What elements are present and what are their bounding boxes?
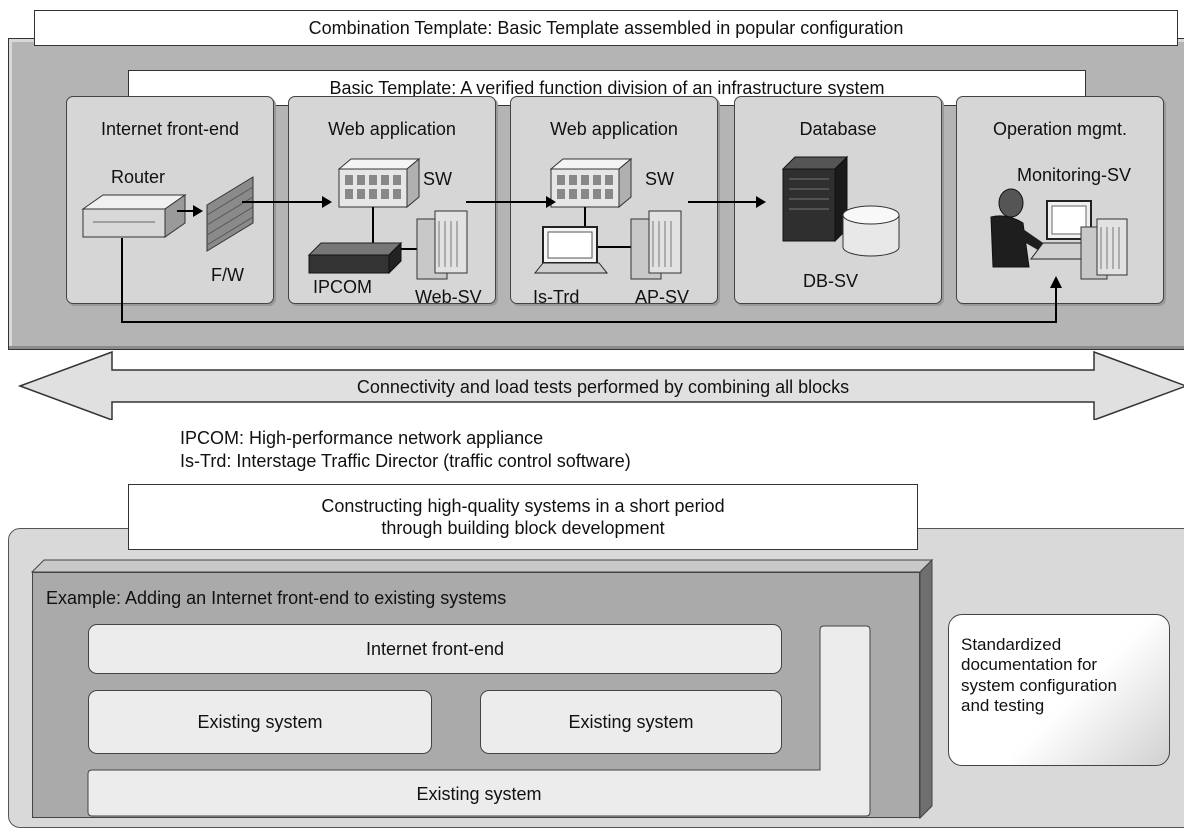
router-to-monitoring-line (121, 238, 1062, 323)
building-block-heading: Constructing high-quality systems in a s… (128, 484, 918, 550)
laptop-icon (533, 226, 609, 274)
internet-front-end-bar-label: Internet front-end (365, 638, 505, 659)
database-cylinder-icon (842, 205, 900, 257)
internet-front-end-block: Internet front-end Router F/W (66, 96, 274, 304)
switch-label: SW (423, 169, 452, 189)
connector-lines (121, 196, 1062, 323)
ipcom-label: IPCOM (313, 277, 373, 297)
router-label: Router (111, 167, 166, 187)
ipcom-icon (307, 241, 403, 275)
db-server-icon (781, 155, 849, 243)
router-icon (81, 194, 187, 238)
operation-mgmt-block: Operation mgmt. Monitoring-SV (956, 96, 1164, 304)
is-trd-label: Is-Trd (533, 287, 580, 307)
switch-icon (549, 157, 633, 209)
connectivity-arrow-band (17, 350, 1184, 420)
existing-system-right: Existing system (480, 690, 782, 754)
ap-server-icon (630, 210, 682, 280)
router-to-firewall-arrow (177, 205, 203, 217)
existing-system-left-label: Existing system (197, 711, 323, 732)
db-sv-label: DB-SV (803, 271, 859, 291)
front-end-devices (81, 176, 254, 252)
existing-system-left: Existing system (88, 690, 432, 754)
web-app-1-devices (307, 157, 468, 280)
switch-label: SW (645, 169, 674, 189)
monitoring-server-icon (1080, 218, 1128, 280)
monitoring-sv-label: Monitoring-SV (1017, 165, 1132, 185)
database-devices (781, 155, 900, 257)
combination-template-label: Combination Template: Basic Template ass… (34, 10, 1178, 46)
heading-line-1: Constructing high-quality systems in a s… (321, 495, 725, 516)
existing-system-right-label: Existing system (568, 711, 694, 732)
web-server-icon (416, 210, 468, 280)
ap-sv-label: AP-SV (635, 287, 690, 307)
heading-line-2: through building block development (381, 518, 665, 538)
block-title: Internet front-end (100, 119, 240, 139)
example-label: Example: Adding an Internet front-end to… (46, 588, 507, 608)
existing-system-bottom-label: Existing system (416, 784, 542, 804)
connectivity-label: Connectivity and load tests performed by… (356, 377, 850, 397)
standardized-documentation-box: Standardized documentation for system co… (948, 614, 1170, 766)
web-sv-label: Web-SV (415, 287, 482, 307)
web-app-2-devices (533, 157, 682, 280)
block-title: Operation mgmt. (992, 119, 1128, 139)
block-title: Database (799, 119, 877, 139)
firewall-icon (206, 176, 254, 252)
operation-devices (990, 188, 1128, 280)
note-is-trd: Is-Trd: Interstage Traffic Director (tra… (180, 451, 631, 471)
block-title: Web application (328, 119, 456, 139)
firewall-label: F/W (211, 265, 244, 285)
block-title: Web application (550, 119, 678, 139)
database-block: Database DB-SV (734, 96, 942, 304)
web-application-block-2: Web application SW Is-Trd AP-SV (510, 96, 718, 307)
fw-to-web-arrow (242, 196, 332, 208)
internet-front-end-bar: Internet front-end (88, 624, 782, 674)
ap-to-db-arrow (688, 196, 766, 208)
note-ipcom: IPCOM: High-performance network applianc… (180, 428, 544, 448)
web-to-ap-arrow (466, 196, 556, 208)
